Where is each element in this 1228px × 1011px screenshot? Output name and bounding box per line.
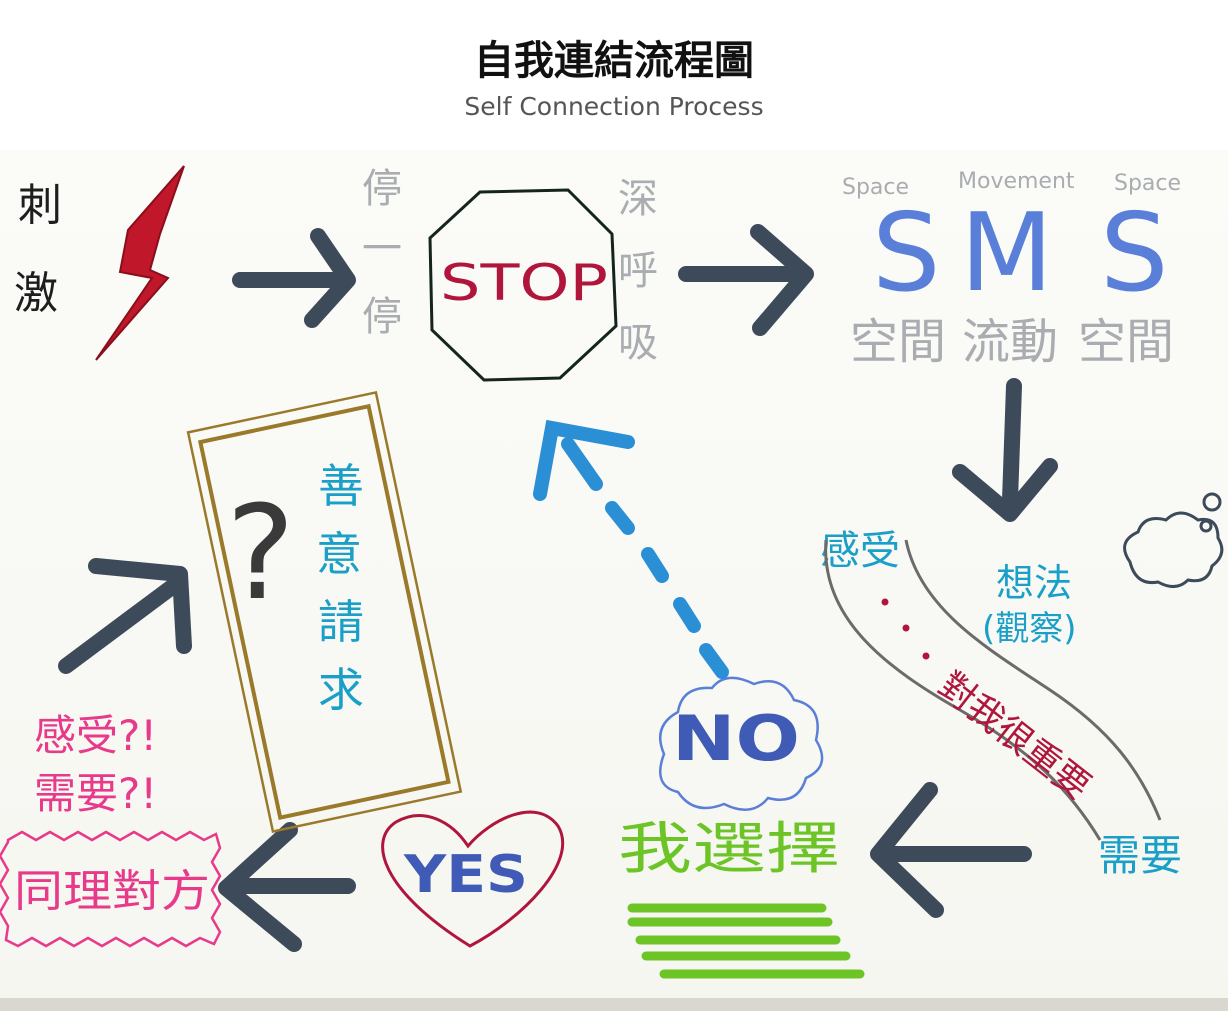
sms-english-1: Space bbox=[842, 175, 909, 200]
arrow-left-icon bbox=[870, 782, 1032, 918]
sms-chinese-2: 流動 bbox=[962, 314, 1058, 370]
breathe-label-3: 吸 bbox=[618, 320, 658, 366]
yes-label: YES bbox=[403, 845, 528, 905]
pause-label-3: 停 bbox=[362, 294, 402, 340]
request-label-2: 意 bbox=[316, 527, 362, 581]
request-label-3: 請 bbox=[318, 595, 364, 649]
sms-letter-1: S bbox=[872, 191, 941, 316]
yes-heart-icon bbox=[381, 810, 565, 948]
no-cloud-icon bbox=[659, 676, 824, 811]
question-mark-icon: ? bbox=[226, 477, 295, 629]
river-dot bbox=[922, 652, 930, 660]
observe-label: (觀察) bbox=[982, 609, 1077, 649]
arrow-right-icon bbox=[232, 228, 356, 328]
stimulus-label-2: 激 bbox=[14, 268, 58, 319]
arrow-up-right-icon bbox=[58, 558, 192, 674]
thoughts-label: 想法 bbox=[996, 561, 1072, 605]
page-subtitle: Self Connection Process bbox=[464, 92, 764, 121]
page-title: 自我連結流程圖 bbox=[474, 38, 754, 84]
river-left-bank bbox=[824, 539, 1102, 841]
dotted-arrow-back-to-stop bbox=[533, 419, 729, 679]
stimulus-label-1: 刺 bbox=[18, 180, 62, 231]
river-right-bank bbox=[904, 539, 1162, 821]
sms-chinese-3: 空間 bbox=[1078, 314, 1174, 370]
sms-chinese-1: 空間 bbox=[850, 314, 946, 370]
sms-english-2: Movement bbox=[958, 169, 1075, 194]
empathy-question-2: 需要?! bbox=[34, 769, 157, 818]
needs-label: 需要 bbox=[1098, 831, 1182, 880]
request-label-4: 求 bbox=[318, 663, 364, 717]
stop-sign-label: STOP bbox=[440, 254, 608, 312]
request-label-1: 善 bbox=[318, 459, 364, 513]
sms-english-3: Space bbox=[1114, 171, 1181, 196]
empathy-question-1: 感受?! bbox=[34, 711, 157, 760]
lightning-bolt-icon bbox=[95, 165, 185, 361]
arrow-right-icon bbox=[678, 224, 814, 336]
breathe-label-2: 呼 bbox=[618, 248, 658, 294]
green-underline-strokes bbox=[627, 903, 865, 979]
choice-label: 我選擇 bbox=[618, 817, 840, 882]
stop-sign-icon bbox=[428, 188, 618, 382]
sms-letter-2: M bbox=[960, 191, 1053, 316]
arrow-down-icon bbox=[952, 378, 1058, 522]
empathy-zigzag-border bbox=[0, 830, 222, 948]
river-dot bbox=[881, 598, 889, 606]
pause-label-1: 停 bbox=[362, 166, 402, 212]
sms-letter-3: S bbox=[1100, 191, 1169, 316]
thought-cloud-icon bbox=[1123, 492, 1224, 588]
breathe-label-1: 深 bbox=[618, 176, 658, 222]
pause-label-2: 一 bbox=[362, 226, 402, 272]
empathy-label: 同理對方 bbox=[14, 866, 210, 917]
arrow-left-icon bbox=[218, 822, 356, 952]
river-dot bbox=[902, 624, 910, 632]
river-text: 對我很重要 bbox=[930, 665, 1097, 808]
request-box bbox=[186, 390, 463, 833]
paper-edge bbox=[0, 998, 1228, 1011]
feelings-label: 感受 bbox=[820, 528, 900, 574]
no-label: NO bbox=[672, 702, 800, 775]
flow-diagram: 刺 激 停 一 停 STOP 深 呼 吸 Space Movement Spac… bbox=[0, 165, 1224, 979]
header: 自我連結流程圖 Self Connection Process bbox=[0, 0, 1228, 150]
